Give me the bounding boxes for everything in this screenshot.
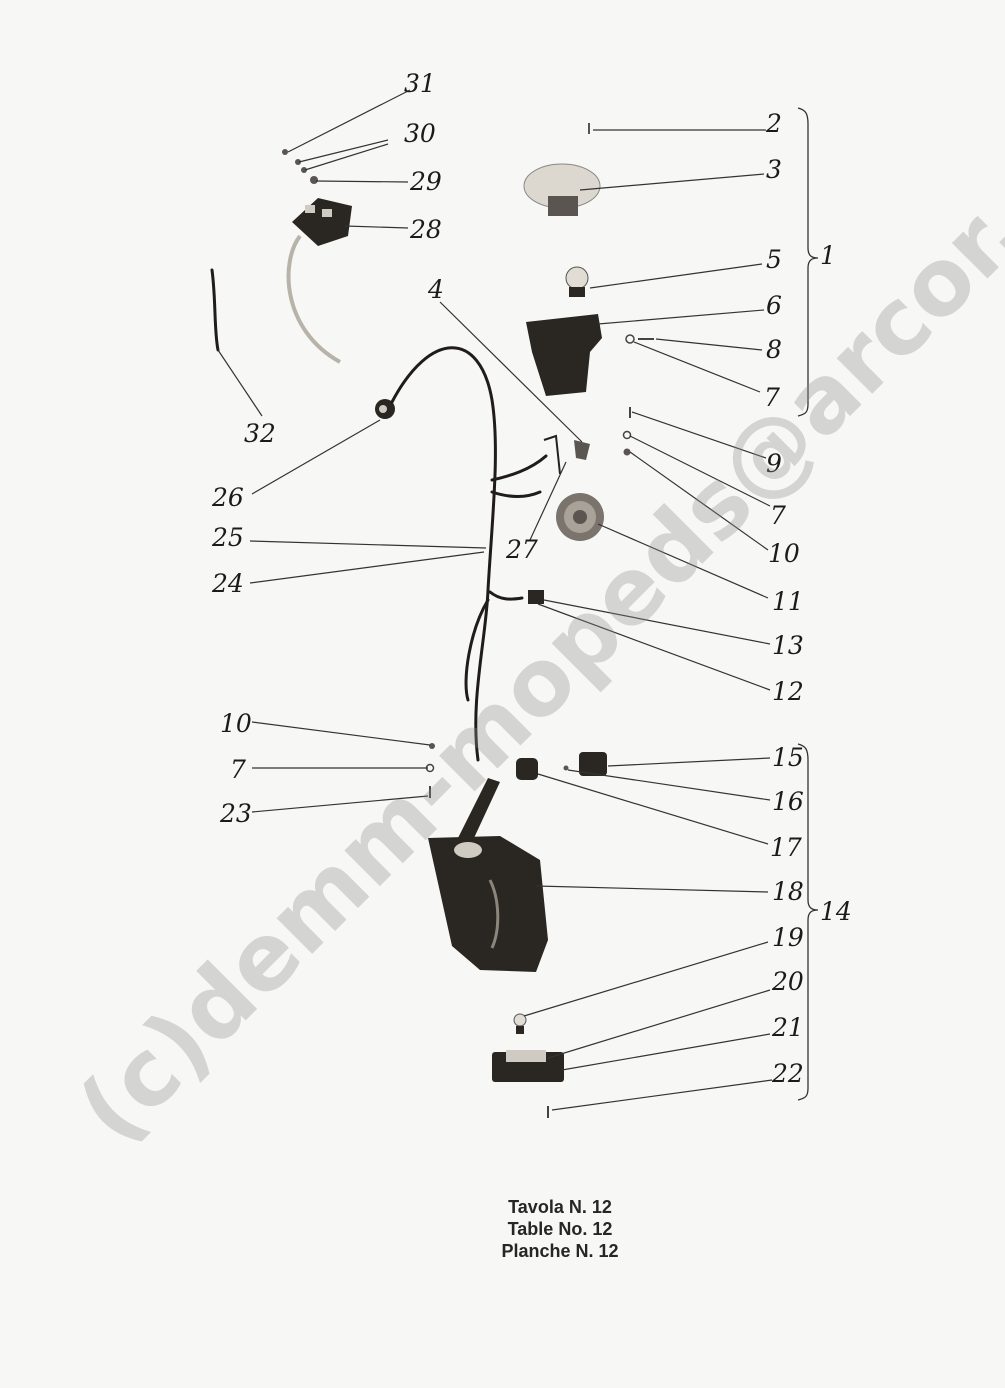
callout-1: 1 <box>820 241 836 270</box>
callout-23: 23 <box>219 799 252 828</box>
callout-29: 29 <box>409 167 442 196</box>
leader-lines <box>217 89 773 1111</box>
callout-7-a: 7 <box>764 383 780 412</box>
callout-10-b: 10 <box>220 709 252 738</box>
callout-7-b: 7 <box>770 501 786 530</box>
switch-block <box>286 198 352 364</box>
callout-27: 27 <box>505 535 538 564</box>
callout-32: 32 <box>244 419 276 448</box>
nut <box>429 743 435 749</box>
screw-washer-set <box>282 149 318 184</box>
callout-26: 26 <box>211 483 244 512</box>
caption-english: Table No. 12 <box>507 1219 613 1239</box>
callout-19: 19 <box>772 923 804 952</box>
callout-3: 3 <box>766 155 782 184</box>
callout-18: 18 <box>772 877 804 906</box>
washer <box>622 430 632 440</box>
callout-21: 21 <box>771 1013 804 1042</box>
bracket <box>574 440 590 460</box>
caption-italian: Tavola N. 12 <box>508 1197 612 1217</box>
horn <box>556 493 604 541</box>
callout-17: 17 <box>770 833 802 862</box>
callout-7-c: 7 <box>230 755 246 784</box>
callout-15: 15 <box>772 743 804 772</box>
callout-16: 16 <box>772 787 804 816</box>
callout-5: 5 <box>766 245 782 274</box>
small-screw <box>563 765 569 771</box>
callout-12: 12 <box>772 677 804 706</box>
bulb <box>513 1013 527 1034</box>
callout-4: 4 <box>427 275 444 304</box>
callout-14: 14 <box>820 897 852 926</box>
callout-25: 25 <box>211 523 244 552</box>
nut <box>623 448 631 456</box>
connector <box>543 434 561 475</box>
tail-lamp <box>492 1050 564 1082</box>
callout-30: 30 <box>404 119 436 148</box>
callout-6: 6 <box>766 291 782 320</box>
callout-20: 20 <box>771 967 804 996</box>
handlebar-switch <box>375 399 395 419</box>
bulb <box>565 266 589 297</box>
callout-2: 2 <box>765 109 782 138</box>
lamp-reflector <box>523 163 601 216</box>
callout-11: 11 <box>772 587 804 616</box>
group-brace-14 <box>797 743 819 1101</box>
caption-french: Planche N. 12 <box>501 1241 619 1261</box>
callout-24: 24 <box>211 569 244 598</box>
group-brace-1 <box>797 107 819 417</box>
watermark: (c)demm-mopeds@arcor.de <box>58 86 1005 1164</box>
callout-31: 31 <box>404 69 436 98</box>
connector-block <box>528 590 544 604</box>
lamp-housing <box>526 314 602 396</box>
callout-13: 13 <box>772 631 804 660</box>
callout-10-a: 10 <box>768 539 800 568</box>
callout-numbers: 31 30 29 28 32 26 25 24 4 27 2 3 5 6 8 7… <box>211 69 852 1088</box>
callout-9: 9 <box>766 449 782 478</box>
rear-lamp-socket <box>579 752 607 776</box>
plate-caption: Tavola N. 12 Table No. 12 Planche N. 12 <box>440 1196 680 1262</box>
callout-28: 28 <box>409 215 442 244</box>
wiring-harness <box>390 346 548 762</box>
callout-22: 22 <box>771 1059 804 1088</box>
rear-lamp-housing <box>428 778 548 972</box>
callout-8: 8 <box>766 335 782 364</box>
washer <box>625 334 635 344</box>
wire-piece <box>210 268 220 352</box>
grommet <box>516 758 538 780</box>
